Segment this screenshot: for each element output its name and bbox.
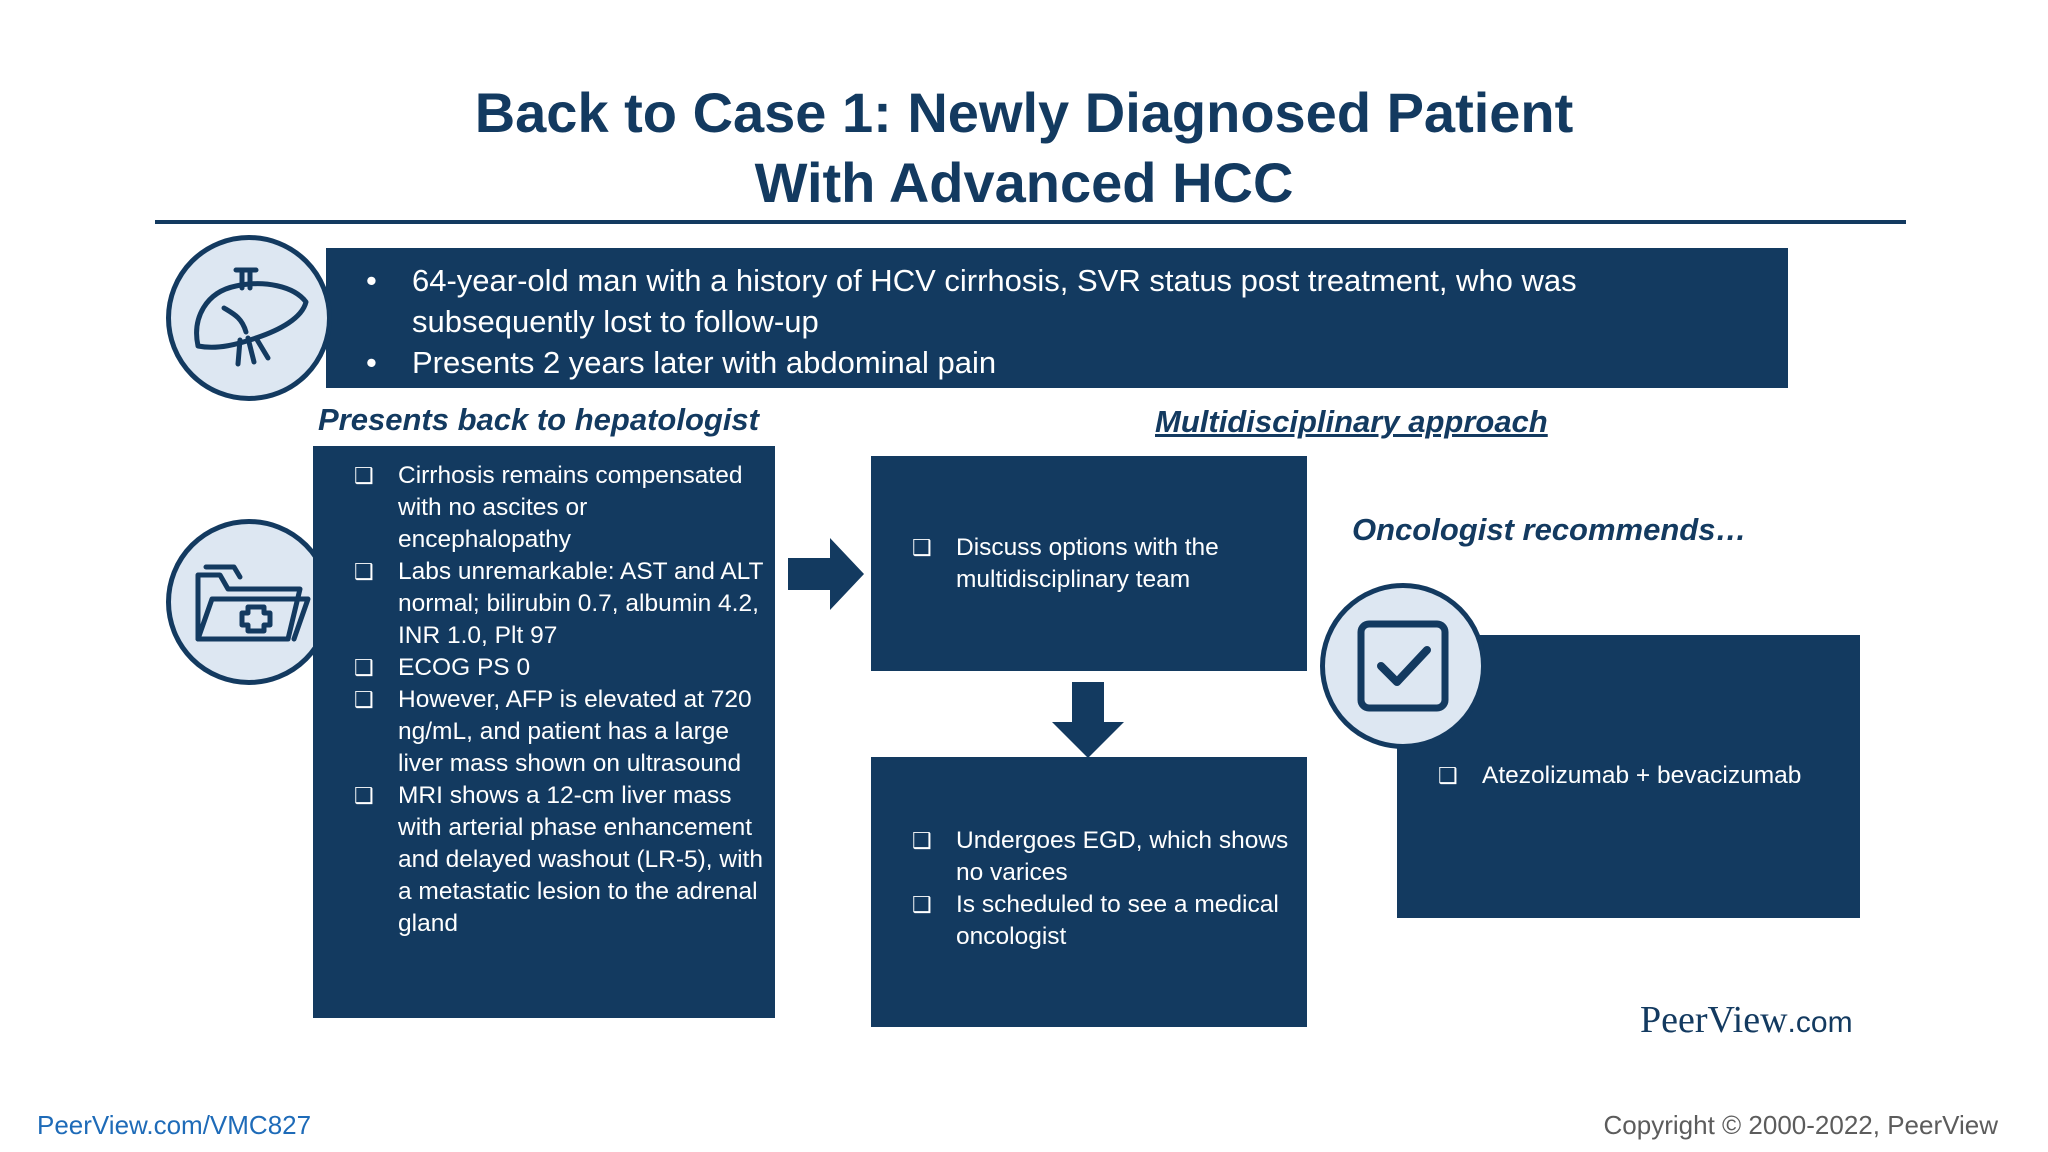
summary-item-text: 64-year-old man with a history of HCV ci… [412, 263, 1577, 339]
footer-link[interactable]: PeerView.com/VMC827 [37, 1110, 312, 1140]
summary-item: • Presents 2 years later with abdominal … [366, 342, 1752, 383]
summary-item-text: Presents 2 years later with abdominal pa… [412, 345, 997, 380]
bullet-icon: • [366, 345, 377, 380]
step-text: Undergoes EGD, which shows no varices [956, 827, 1289, 886]
finding-item: ❑ ECOG PS 0 [354, 652, 763, 684]
finding-item: ❑ However, AFP is elevated at 720 ng/mL,… [354, 684, 763, 780]
arrow-right-icon [788, 538, 864, 610]
hepatologist-findings-box: ❑ Cirrhosis remains compensated with no … [313, 446, 775, 1018]
checkbox-bullet-icon: ❑ [912, 535, 932, 560]
checkbox-bullet-icon: ❑ [912, 828, 932, 853]
medical-folder-icon [166, 519, 332, 685]
recommendation-text: Atezolizumab + bevacizumab [1482, 762, 1802, 789]
title-divider [155, 220, 1906, 224]
multidisciplinary-step-2-box: ❑ Undergoes EGD, which shows no varices … [871, 757, 1307, 1027]
case-summary-box: • 64-year-old man with a history of HCV … [326, 248, 1788, 388]
checkbox-checked-icon [1320, 583, 1486, 749]
step-item: ❑ Undergoes EGD, which shows no varices [912, 825, 1296, 889]
summary-item: • 64-year-old man with a history of HCV … [366, 260, 1752, 342]
logo-brand: PeerView [1640, 999, 1788, 1041]
checkbox-bullet-icon: ❑ [1438, 763, 1458, 788]
finding-text: Labs unremarkable: AST and ALT normal; b… [398, 558, 764, 649]
bullet-icon: • [366, 263, 377, 298]
multidisciplinary-step-1-box: ❑ Discuss options with the multidiscipli… [871, 456, 1307, 671]
step-item: ❑ Is scheduled to see a medical oncologi… [912, 889, 1296, 953]
step-text: Discuss options with the multidisciplina… [956, 534, 1219, 593]
finding-item: ❑ Cirrhosis remains compensated with no … [354, 460, 763, 556]
slide-title-line-1: Back to Case 1: Newly Diagnosed Patient [474, 81, 1574, 144]
peerview-logo: PeerView.com [1640, 998, 1853, 1042]
slide-title-line-2: With Advanced HCC [754, 151, 1294, 214]
recommendation-item: ❑ Atezolizumab + bevacizumab [1438, 760, 1852, 792]
arrow-down-icon [1052, 682, 1124, 758]
slide-title: Back to Case 1: Newly Diagnosed Patient … [0, 78, 2048, 218]
checkbox-bullet-icon: ❑ [354, 463, 374, 488]
finding-text: MRI shows a 12-cm liver mass with arteri… [398, 782, 763, 937]
step-item: ❑ Discuss options with the multidiscipli… [912, 532, 1296, 596]
logo-tld: .com [1787, 1006, 1853, 1039]
liver-icon [166, 235, 332, 401]
finding-text: However, AFP is elevated at 720 ng/mL, a… [398, 686, 752, 777]
checkbox-bullet-icon: ❑ [354, 655, 374, 680]
step-text: Is scheduled to see a medical oncologist [956, 891, 1279, 950]
checkbox-bullet-icon: ❑ [354, 687, 374, 712]
checkbox-bullet-icon: ❑ [354, 559, 374, 584]
finding-text: ECOG PS 0 [398, 654, 531, 681]
oncologist-heading: Oncologist recommends… [1352, 512, 1747, 547]
finding-item: ❑ Labs unremarkable: AST and ALT normal;… [354, 556, 764, 652]
checkbox-bullet-icon: ❑ [912, 892, 932, 917]
hepatologist-heading: Presents back to hepatologist [318, 402, 759, 437]
multidisciplinary-heading: Multidisciplinary approach [1155, 404, 1548, 439]
copyright-notice: Copyright © 2000-2022, PeerView [1603, 1110, 1998, 1140]
finding-item: ❑ MRI shows a 12-cm liver mass with arte… [354, 780, 763, 940]
checkbox-bullet-icon: ❑ [354, 783, 374, 808]
finding-text: Cirrhosis remains compensated with no as… [398, 462, 743, 553]
